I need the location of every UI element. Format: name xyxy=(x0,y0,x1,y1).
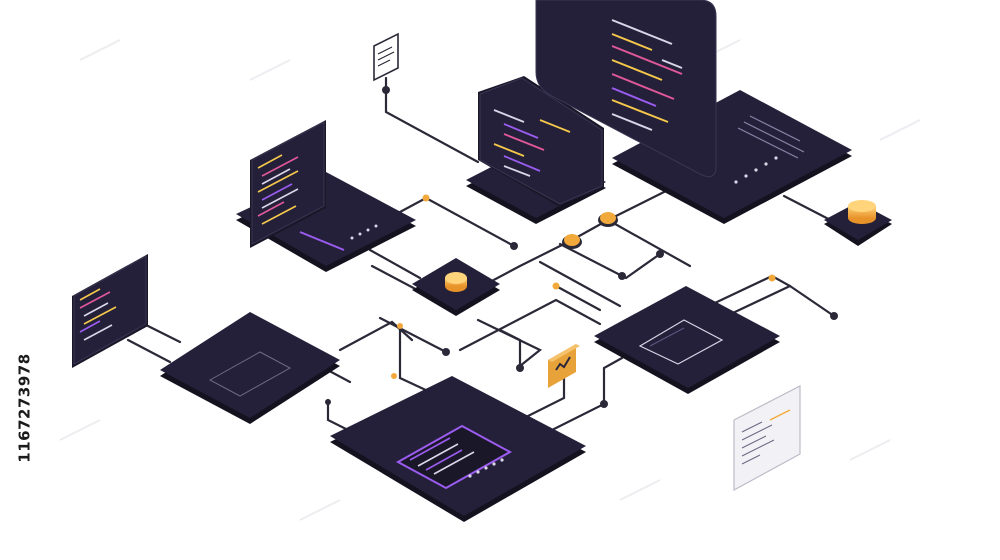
code-window-light xyxy=(733,385,801,492)
watermark xyxy=(59,39,921,521)
code-window-upper-left xyxy=(250,120,326,248)
tile-top-right xyxy=(612,90,852,224)
code-window-middle xyxy=(478,76,604,206)
code-window-top-right xyxy=(535,0,717,178)
wire-nodes xyxy=(325,86,838,408)
wire-nodes-orange xyxy=(391,194,776,379)
circuit-node-icon xyxy=(412,258,500,316)
stock-id-label: 1167273978 xyxy=(14,318,36,498)
database-coin-icon xyxy=(824,200,892,246)
chart-card-icon xyxy=(548,344,580,388)
document-icon xyxy=(373,32,399,82)
tile-right xyxy=(594,286,780,394)
orange-nodes xyxy=(562,212,618,249)
stock-id-text: 1167273978 xyxy=(16,353,34,463)
tile-bottom xyxy=(330,376,586,522)
code-window-left xyxy=(72,254,148,368)
tile-left-small xyxy=(160,312,340,424)
